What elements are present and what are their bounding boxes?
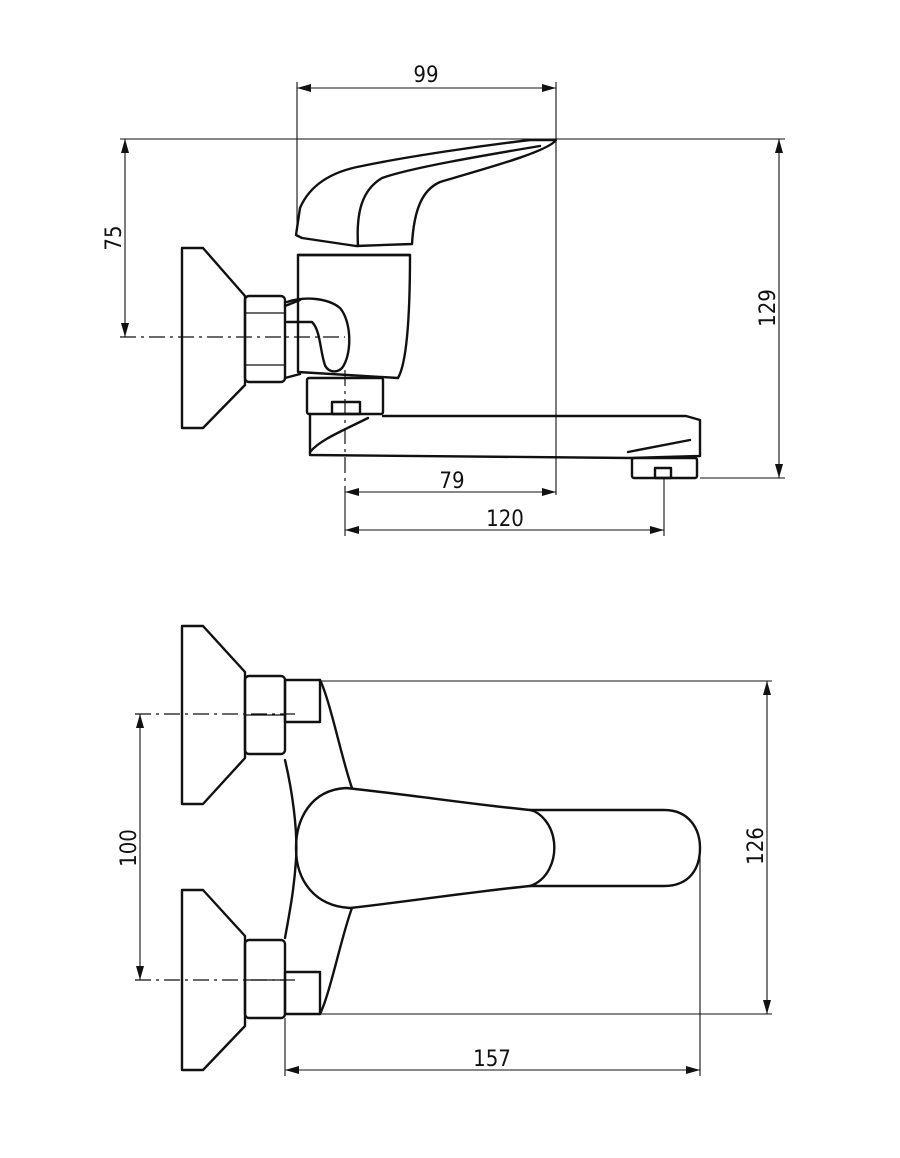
top-dimensions: 100 126 157 [117,680,772,1076]
side-hex-nut [243,294,287,384]
top-wall-flange-upper [180,624,247,806]
side-view [120,138,702,490]
side-lever-handle [294,138,558,248]
top-view [135,624,702,1072]
dim-label-75: 75 [102,225,127,250]
dim-label-129: 129 [756,289,781,327]
dim-label-120: 120 [486,507,524,532]
side-spout [308,412,702,460]
side-wall-flange [180,246,247,430]
top-wall-flange-lower [180,888,247,1072]
top-hex-nut-upper [243,674,287,756]
side-dimensions: 99 75 129 79 120 [102,63,785,536]
dim-label-157: 157 [473,1047,511,1072]
dim-label-126: 126 [744,827,769,865]
dim-label-100: 100 [117,829,142,867]
dim-label-99: 99 [413,63,438,88]
top-body [318,678,354,1016]
top-lever-handle [294,786,556,910]
top-hex-nut-lower [243,938,287,1020]
side-body [296,253,412,380]
side-elbow [285,297,351,373]
dim-label-79: 79 [439,469,464,494]
